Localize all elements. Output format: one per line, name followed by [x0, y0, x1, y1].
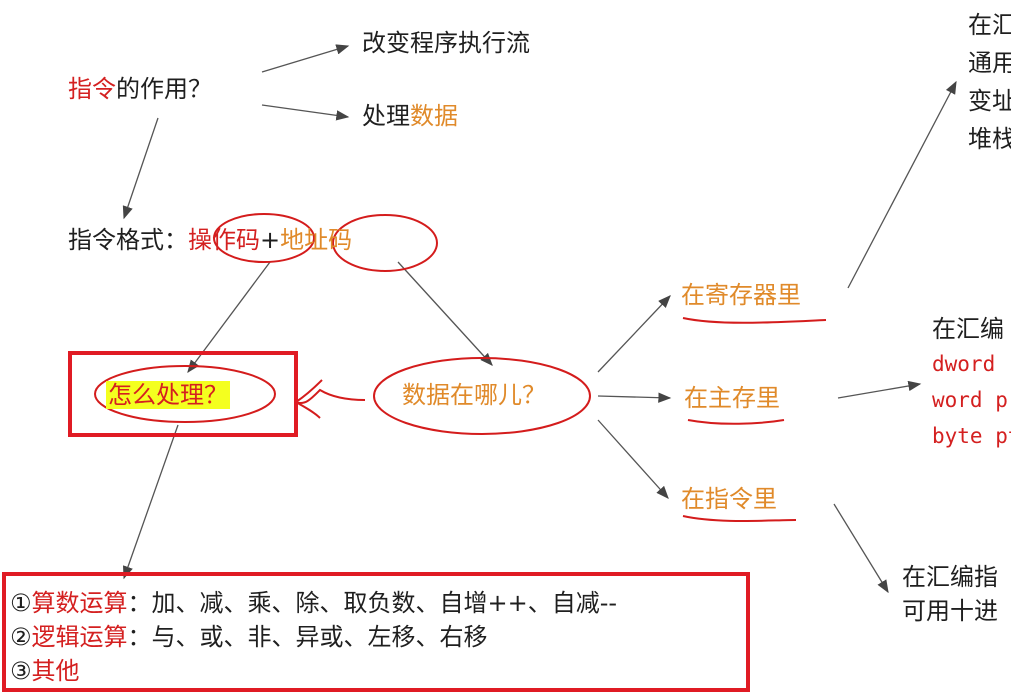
node-in-instruction: 在指令里: [681, 485, 777, 513]
arrow-where-to-instruction: [597, 419, 669, 499]
node-instruction-format: 指令格式：操作码+地址码: [68, 226, 353, 254]
arrow-role-to-data: [261, 104, 350, 121]
right-mid-block: 在汇编 dword word p byte pt: [932, 315, 1011, 448]
arrow-register-to-right: [847, 80, 957, 289]
arrow-address-to-where: [397, 261, 493, 366]
circle-how: [94, 365, 276, 423]
node-in-main-mem: 在主存里: [684, 384, 780, 412]
circle-address: [332, 214, 438, 272]
ops-item-arith: ①算数运算：加、减、乘、除、取负数、自增++、自减--: [10, 589, 618, 617]
underline-instruction: [682, 515, 797, 522]
arrow-mainmem-to-right: [837, 380, 922, 399]
right-bottom-block: 在汇编指 可用十进: [902, 563, 998, 625]
arrow-where-to-mainmem: [597, 392, 672, 403]
box-how-process: [68, 351, 298, 437]
address-label: 地址码: [280, 226, 353, 254]
node-how-process: 怎么处理？: [106, 381, 230, 409]
underline-register: [682, 317, 827, 324]
node-process-data: 处理数据: [362, 102, 458, 130]
node-change-flow: 改变程序执行流: [362, 29, 530, 57]
arrow-opcode-to-how: [187, 261, 271, 374]
arrow-where-to-register: [597, 295, 671, 373]
ops-list: ①算数运算：加、减、乘、除、取负数、自增++、自减-- ②逻辑运算：与、或、非、…: [10, 586, 617, 688]
ops-item-other: ③其他: [10, 657, 80, 685]
arrow-role-to-flow: [261, 44, 350, 73]
opcode-label: 操作码: [188, 226, 260, 254]
underline-mainmem: [687, 419, 785, 425]
box-ops-list: [2, 572, 750, 692]
squiggle-arrow: [293, 379, 366, 419]
circle-opcode: [213, 213, 315, 263]
right-top-block: 在汇 通用 变址 堆栈: [968, 11, 1011, 153]
arrow-role-to-format: [122, 117, 159, 220]
role-question: 指令的作用？: [68, 75, 212, 103]
arrow-instruction-to-right: [833, 503, 889, 594]
ops-item-logic: ②逻辑运算：与、或、非、异或、左移、右移: [10, 623, 488, 651]
circle-where: [373, 357, 591, 435]
node-where-data: 数据在哪儿？: [402, 381, 546, 409]
node-in-register: 在寄存器里: [681, 281, 801, 309]
arrow-how-to-list: [122, 424, 179, 580]
